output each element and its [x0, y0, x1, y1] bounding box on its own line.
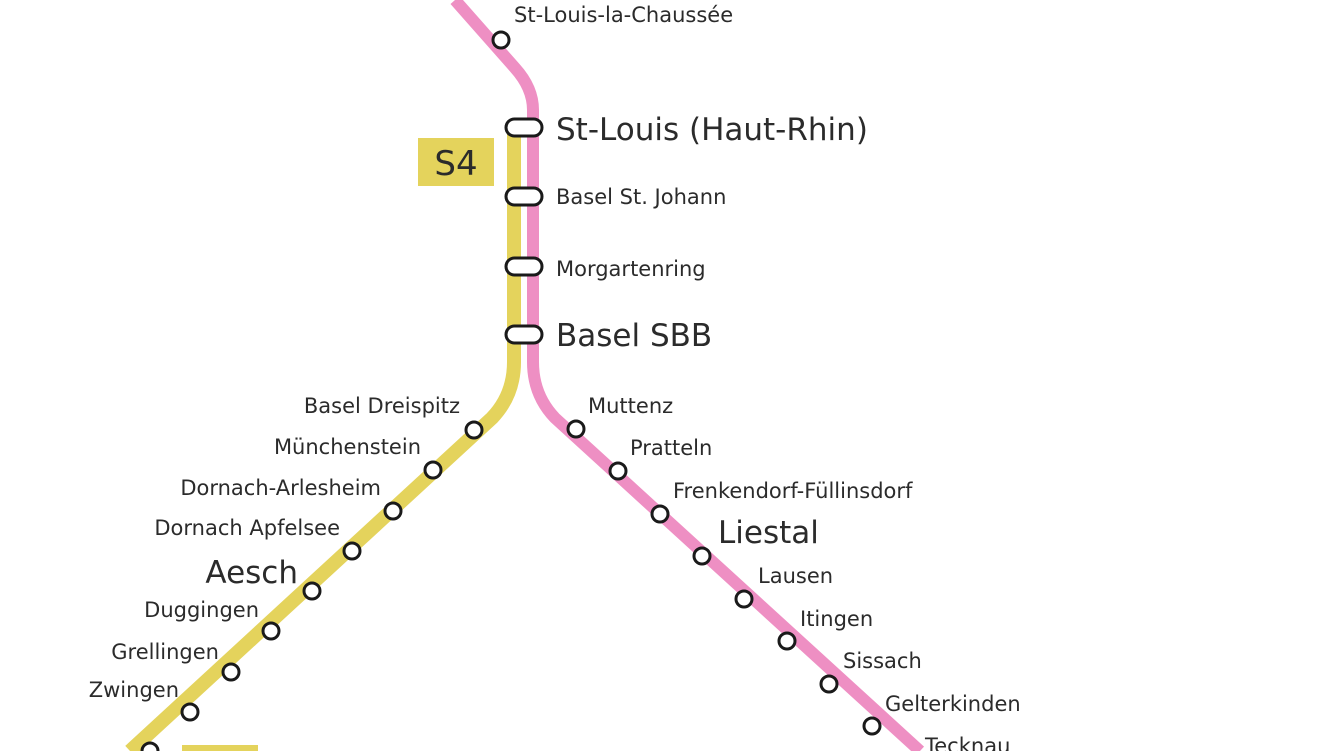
station-muenchenstein[interactable]: Münchenstein	[274, 435, 443, 480]
station-itingen[interactable]: Itingen	[777, 607, 873, 651]
interchange-marker	[504, 117, 544, 138]
station-label: Basel SBB	[556, 318, 712, 354]
station-marker	[692, 546, 712, 566]
station-marker	[180, 702, 200, 722]
line-badge-partial	[182, 745, 258, 751]
station-label: Lausen	[758, 564, 833, 588]
station-label: Basel St. Johann	[556, 185, 726, 209]
s3-line	[450, 0, 925, 751]
station-marker	[734, 589, 754, 609]
station-basel-dreispitz[interactable]: Basel Dreispitz	[304, 394, 484, 440]
interchange-marker	[504, 186, 544, 207]
station-frenkendorf-fuellinsdorf[interactable]: Frenkendorf-Füllinsdorf	[650, 479, 913, 524]
station-label: Sissach	[843, 649, 922, 673]
station-label: Zwingen	[89, 678, 179, 702]
interchange-marker	[504, 324, 544, 345]
station-label: Duggingen	[144, 598, 259, 622]
station-label: Grellingen	[111, 640, 219, 664]
station-basel-st-johann[interactable]: Basel St. Johann	[504, 185, 726, 209]
station-st-louis-haut-rhin[interactable]: St-Louis (Haut-Rhin)	[504, 112, 868, 148]
station-dornach-arlesheim[interactable]: Dornach-Arlesheim	[180, 476, 403, 521]
station-liestal[interactable]: Liestal	[692, 515, 819, 566]
station-label: Frenkendorf-Füllinsdorf	[673, 479, 913, 503]
station-label: Liestal	[718, 515, 819, 551]
station-label: Dornach-Arlesheim	[180, 476, 381, 500]
station-grellingen[interactable]: Grellingen	[111, 640, 241, 682]
station-label: Tecknau	[924, 734, 1010, 751]
s4-badge-box	[418, 138, 494, 186]
station-label: Muttenz	[588, 394, 673, 418]
station-marker	[566, 419, 586, 439]
station-st-louis-la-chaussee[interactable]: St-Louis-la-Chaussée	[491, 3, 733, 50]
station-marker	[491, 30, 511, 50]
station-marker	[423, 460, 443, 480]
station-marker	[221, 662, 241, 682]
station-label: Pratteln	[630, 436, 712, 460]
station-label: Itingen	[800, 607, 873, 631]
station-marker	[302, 581, 322, 601]
station-sissach[interactable]: Sissach	[819, 649, 922, 694]
s4-line	[125, 125, 521, 751]
station-label: Münchenstein	[274, 435, 421, 459]
station-marker	[261, 621, 281, 641]
station-label: Morgartenring	[556, 257, 706, 281]
station-marker	[464, 420, 484, 440]
station-label: Basel Dreispitz	[304, 394, 460, 418]
station-zwingen[interactable]: Zwingen	[89, 678, 200, 722]
station-label: Dornach Apfelsee	[154, 516, 340, 540]
interchange-marker	[504, 256, 544, 277]
station-partial-bottom[interactable]	[140, 741, 160, 751]
station-marker	[777, 631, 797, 651]
station-morgartenring[interactable]: Morgartenring	[504, 256, 706, 281]
station-marker	[608, 461, 628, 481]
s4-line-badge[interactable]: S4	[418, 138, 494, 186]
station-basel-sbb[interactable]: Basel SBB	[504, 318, 712, 354]
station-marker	[383, 501, 403, 521]
station-marker	[342, 541, 362, 561]
station-marker	[862, 716, 882, 736]
station-label: Gelterkinden	[885, 692, 1021, 716]
station-label: St-Louis (Haut-Rhin)	[556, 112, 868, 148]
station-duggingen[interactable]: Duggingen	[144, 598, 281, 641]
station-muttenz[interactable]: Muttenz	[566, 394, 673, 439]
station-gelterkinden[interactable]: Gelterkinden	[862, 692, 1021, 736]
station-marker	[650, 504, 670, 524]
station-marker	[819, 674, 839, 694]
station-label: St-Louis-la-Chaussée	[514, 3, 733, 27]
station-pratteln[interactable]: Pratteln	[608, 436, 712, 481]
s4-badge-label: S4	[434, 144, 477, 184]
station-marker	[140, 741, 160, 751]
station-tecknau[interactable]: Tecknau	[924, 734, 1010, 751]
station-label: Aesch	[205, 555, 298, 591]
station-dornach-apfelsee[interactable]: Dornach Apfelsee	[154, 516, 362, 561]
station-lausen[interactable]: Lausen	[734, 564, 833, 609]
station-aesch[interactable]: Aesch	[205, 555, 322, 601]
